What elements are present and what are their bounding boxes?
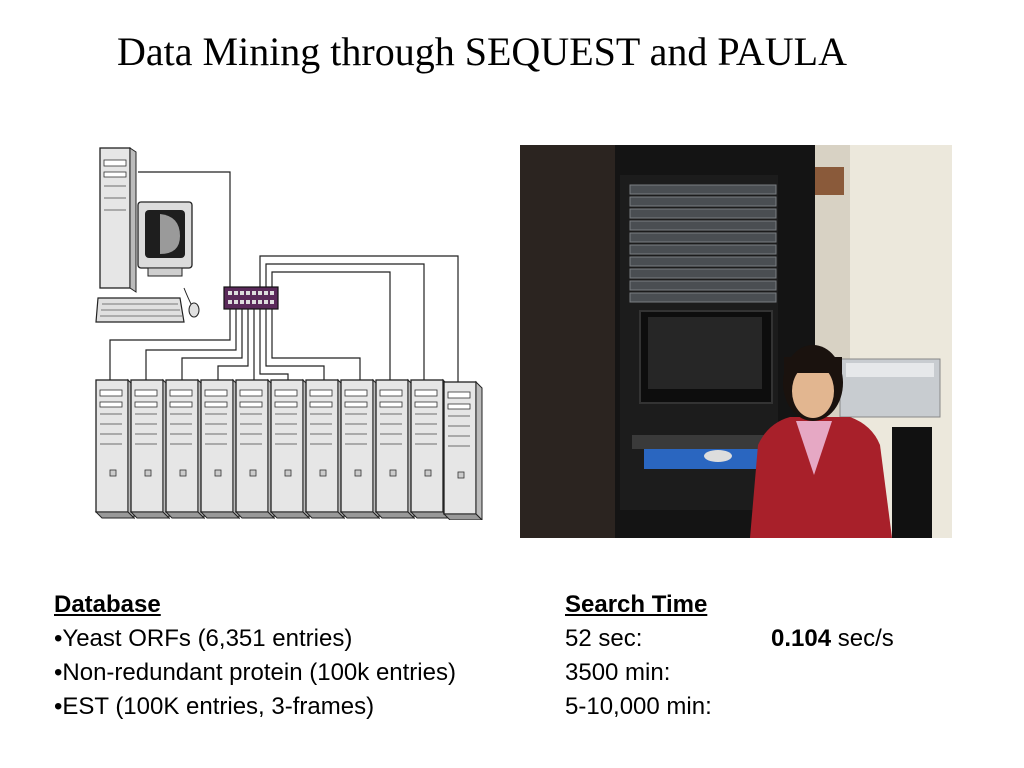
search-time-est: 5-10,000 min: <box>565 693 712 720</box>
search-time-yeast: 52 sec: <box>565 625 643 652</box>
search-time-nr-protein: 3500 min: <box>565 659 671 686</box>
server-rack-photo <box>520 145 952 538</box>
search-rate-value: 0.104 <box>771 625 832 652</box>
search-time-row-yeast: 52 sec: 0.104 sec/s <box>565 622 965 656</box>
database-item-nr-protein: •Non-redundant protein (100k entries) <box>54 659 456 686</box>
database-item-yeast: •Yeast ORFs (6,351 entries) <box>54 625 353 652</box>
cluster-diagram <box>95 147 483 520</box>
search-rate-unit: sec/s <box>831 625 894 652</box>
search-time-column: Search Time 52 sec: 0.104 sec/s 3500 min… <box>565 588 965 724</box>
database-heading: Database <box>54 591 161 618</box>
slide-title: Data Mining through SEQUEST and PAULA <box>117 29 847 74</box>
search-time-heading: Search Time <box>565 591 708 618</box>
database-column: Database •Yeast ORFs (6,351 entries) •No… <box>54 588 456 724</box>
database-item-est: •EST (100K entries, 3-frames) <box>54 693 375 720</box>
search-rate: 0.104 sec/s <box>771 622 894 656</box>
